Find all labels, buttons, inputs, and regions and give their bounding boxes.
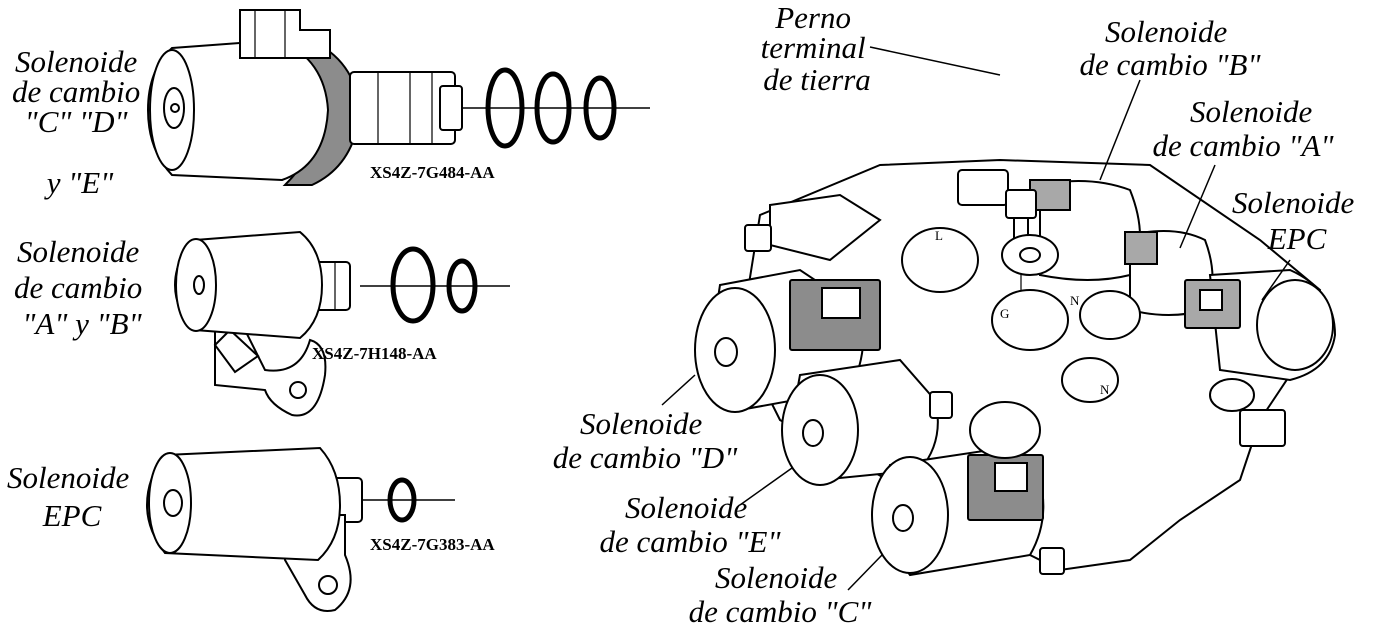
solenoid-ab-drawing (173, 230, 510, 417)
shift-d-label-line2: de cambio "D" (553, 440, 738, 475)
epc-assembly-label-line1: Solenoide (1232, 185, 1354, 220)
solenoid-epc-label-line2: EPC (42, 498, 102, 533)
shift-e-label-line2: de cambio "E" (600, 524, 782, 559)
shift-e-label-line1: Solenoide (625, 490, 747, 525)
ground-bolt-label-line2: terminal (761, 30, 866, 65)
solenoid-body-assembly (694, 158, 1337, 577)
solenoid-cde-label-line1: Solenoide (15, 44, 137, 79)
solenoid-epc-label-line1: Solenoide (7, 460, 129, 495)
solenoid-cde-label-line4: y "E" (44, 165, 114, 200)
part-number-cde: XS4Z-7G484-AA (370, 163, 495, 182)
solenoid-cde-label-line2: de cambio (12, 74, 140, 109)
solenoid-cde-drawing (146, 9, 650, 186)
part-number-ab: XS4Z-7H148-AA (312, 344, 437, 363)
solenoid-ab-label-line2: de cambio (14, 270, 142, 305)
marking-g: G (1000, 306, 1009, 321)
shift-c-label: Solenoide de cambio "C" (689, 560, 873, 629)
solenoid-cde-label: Solenoide de cambio "C" "D" y "E" (12, 44, 148, 200)
shift-b-label: Solenoide de cambio "B" (1080, 14, 1262, 82)
marking-n1: N (1070, 293, 1080, 308)
body-markings: L G N N (935, 228, 1110, 397)
leader-lines (661, 46, 1291, 591)
ground-bolt-label: Perno terminal de tierra (761, 0, 874, 97)
solenoid-epc-label: Solenoide EPC (7, 460, 137, 533)
shift-b-label-line2: de cambio "B" (1080, 47, 1262, 82)
epc-assembly-label: Solenoide EPC (1232, 185, 1362, 256)
marking-n2: N (1100, 382, 1110, 397)
epc-assembly-label-line2: EPC (1267, 221, 1327, 256)
shift-d-label-line1: Solenoide (580, 406, 702, 441)
shift-a-label: Solenoide de cambio "A" (1153, 94, 1335, 163)
shift-d-label: Solenoide de cambio "D" (553, 406, 738, 475)
shift-a-label-line1: Solenoide (1190, 94, 1312, 129)
shift-c-label-line2: de cambio "C" (689, 594, 873, 629)
shift-c-label-line1: Solenoide (715, 560, 837, 595)
solenoid-ab-label-line3: "A" y "B" (22, 306, 142, 341)
solenoid-ab-label-line1: Solenoide (17, 234, 139, 269)
solenoid-epc-drawing (145, 446, 455, 612)
solenoid-cde-label-line3: "C" "D" (25, 104, 129, 139)
part-number-epc: XS4Z-7G383-AA (370, 535, 495, 554)
ground-bolt-label-line3: de tierra (763, 62, 871, 97)
ground-bolt-label-line1: Perno (774, 0, 851, 35)
shift-e-label: Solenoide de cambio "E" (600, 490, 782, 559)
marking-l: L (935, 228, 943, 243)
shift-b-label-line1: Solenoide (1105, 14, 1227, 49)
solenoid-ab-label: Solenoide de cambio "A" y "B" (14, 234, 150, 341)
shift-a-label-line2: de cambio "A" (1153, 128, 1335, 163)
